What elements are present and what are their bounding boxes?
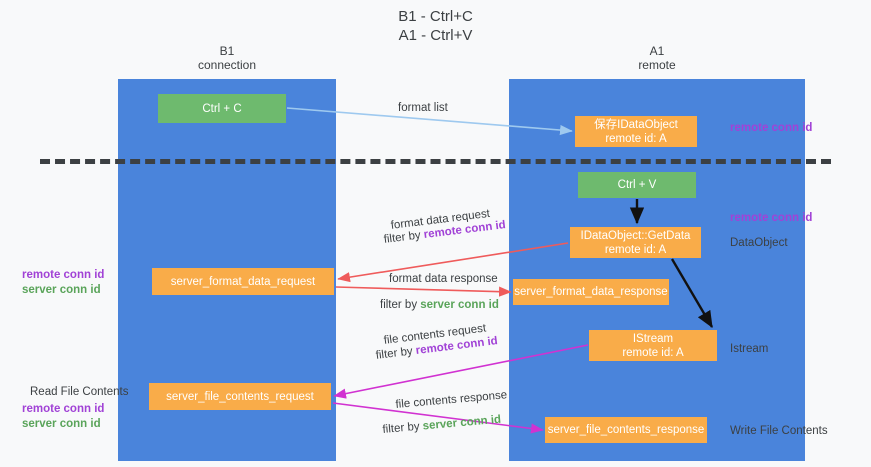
- node-server-format-data-response-label: server_format_data_response: [514, 286, 668, 298]
- node-get-data[interactable]: IDataObject::GetData remote id: A: [570, 227, 701, 258]
- filter-prefix: filter by: [383, 229, 425, 246]
- node-data-object-sub: remote id: A: [605, 132, 667, 145]
- title-line-1: B1 - Ctrl+C: [398, 8, 473, 25]
- node-istream-label: IStream: [632, 332, 674, 345]
- filter-token-server-conn-id: server conn id: [422, 413, 502, 433]
- edge-format-data-response: [335, 286, 512, 297]
- phase-divider: [40, 159, 831, 164]
- side-label-right-remote-conn-id-2: remote conn id: [730, 211, 812, 226]
- side-label-remote-conn-id: remote conn id: [22, 269, 105, 281]
- side-label-read-file-contents-text: Read File Contents: [30, 386, 129, 398]
- swimlane-a1-name: A1: [649, 44, 665, 58]
- node-server-file-contents-request-label: server_file_contents_request: [166, 390, 314, 403]
- edge-label-file-contents-response-text: file contents response: [395, 389, 508, 411]
- node-server-file-contents-response[interactable]: server_file_contents_response: [545, 417, 707, 443]
- side-label-write-file-contents: Write File Contents: [730, 424, 828, 439]
- filter-prefix: filter by: [382, 420, 424, 436]
- node-ctrl-v-label: Ctrl + V: [617, 179, 657, 191]
- page-title: B1 - Ctrl+C A1 - Ctrl+V: [0, 7, 871, 45]
- side-label-read-file-contents: Read File Contents: [30, 385, 128, 400]
- side-label-remote-conn-id: remote conn id: [730, 122, 813, 134]
- filter-token-server-conn-id: server conn id: [420, 299, 499, 311]
- node-data-object-label: 保存IDataObject: [594, 118, 678, 131]
- edge-label-format-data-response-text: format data response: [389, 273, 498, 285]
- node-server-format-data-request-label: server_format_data_request: [170, 275, 316, 288]
- swimlane-a1-role: remote: [638, 58, 676, 72]
- side-label-remote-conn-id: remote conn id: [22, 403, 105, 415]
- side-label-istream: Istream: [730, 342, 768, 357]
- side-label-remote-conn-id: remote conn id: [730, 212, 813, 224]
- side-label-right-remote-conn-id-1: remote conn id: [730, 121, 812, 136]
- node-server-format-data-response[interactable]: server_format_data_response: [513, 279, 669, 305]
- node-ctrl-c[interactable]: Ctrl + C: [158, 94, 286, 123]
- node-istream[interactable]: IStream remote id: A: [589, 330, 717, 361]
- side-label-server-conn-id: server conn id: [22, 418, 101, 430]
- filter-prefix: filter by: [380, 299, 421, 311]
- node-server-file-contents-request[interactable]: server_file_contents_request: [149, 383, 331, 410]
- side-label-write-file-contents-text: Write File Contents: [730, 425, 828, 437]
- filter-prefix: filter by: [375, 345, 417, 362]
- node-ctrl-v[interactable]: Ctrl + V: [578, 172, 696, 198]
- side-label-dataobject-text: DataObject: [730, 237, 788, 249]
- edge-label-file-contents-response-filter: filter by server conn id: [382, 413, 502, 438]
- edge-label-format-list-text: format list: [398, 102, 448, 114]
- node-istream-sub: remote id: A: [622, 346, 684, 359]
- side-label-istream-text: Istream: [730, 343, 769, 355]
- edge-label-format-data-response: format data response: [389, 272, 498, 287]
- side-label-server-conn-id: server conn id: [22, 284, 101, 296]
- node-get-data-label: IDataObject::GetData: [580, 229, 691, 242]
- swimlane-b1-role: connection: [197, 58, 257, 72]
- edge-label-file-contents-response: file contents response: [395, 388, 508, 413]
- edge-label-format-list: format list: [398, 101, 448, 116]
- node-data-object[interactable]: 保存IDataObject remote id: A: [575, 116, 697, 147]
- node-get-data-sub: remote id: A: [604, 243, 667, 256]
- swimlane-header-a1: A1 remote: [509, 44, 805, 72]
- node-server-format-data-request[interactable]: server_format_data_request: [152, 268, 334, 295]
- title-line-2: A1 - Ctrl+V: [398, 27, 473, 44]
- side-label-left-conn-ids-2: remote conn id server conn id: [22, 402, 104, 432]
- node-ctrl-c-label: Ctrl + C: [202, 102, 242, 115]
- swimlane-b1-name: B1: [219, 44, 235, 58]
- side-label-dataobject: DataObject: [730, 236, 788, 251]
- swimlane-header-b1: B1 connection: [118, 44, 336, 72]
- side-label-left-conn-ids-1: remote conn id server conn id: [22, 268, 104, 298]
- node-server-file-contents-response-label: server_file_contents_response: [547, 424, 705, 436]
- edge-label-format-data-response-filter: filter by server conn id: [380, 298, 499, 313]
